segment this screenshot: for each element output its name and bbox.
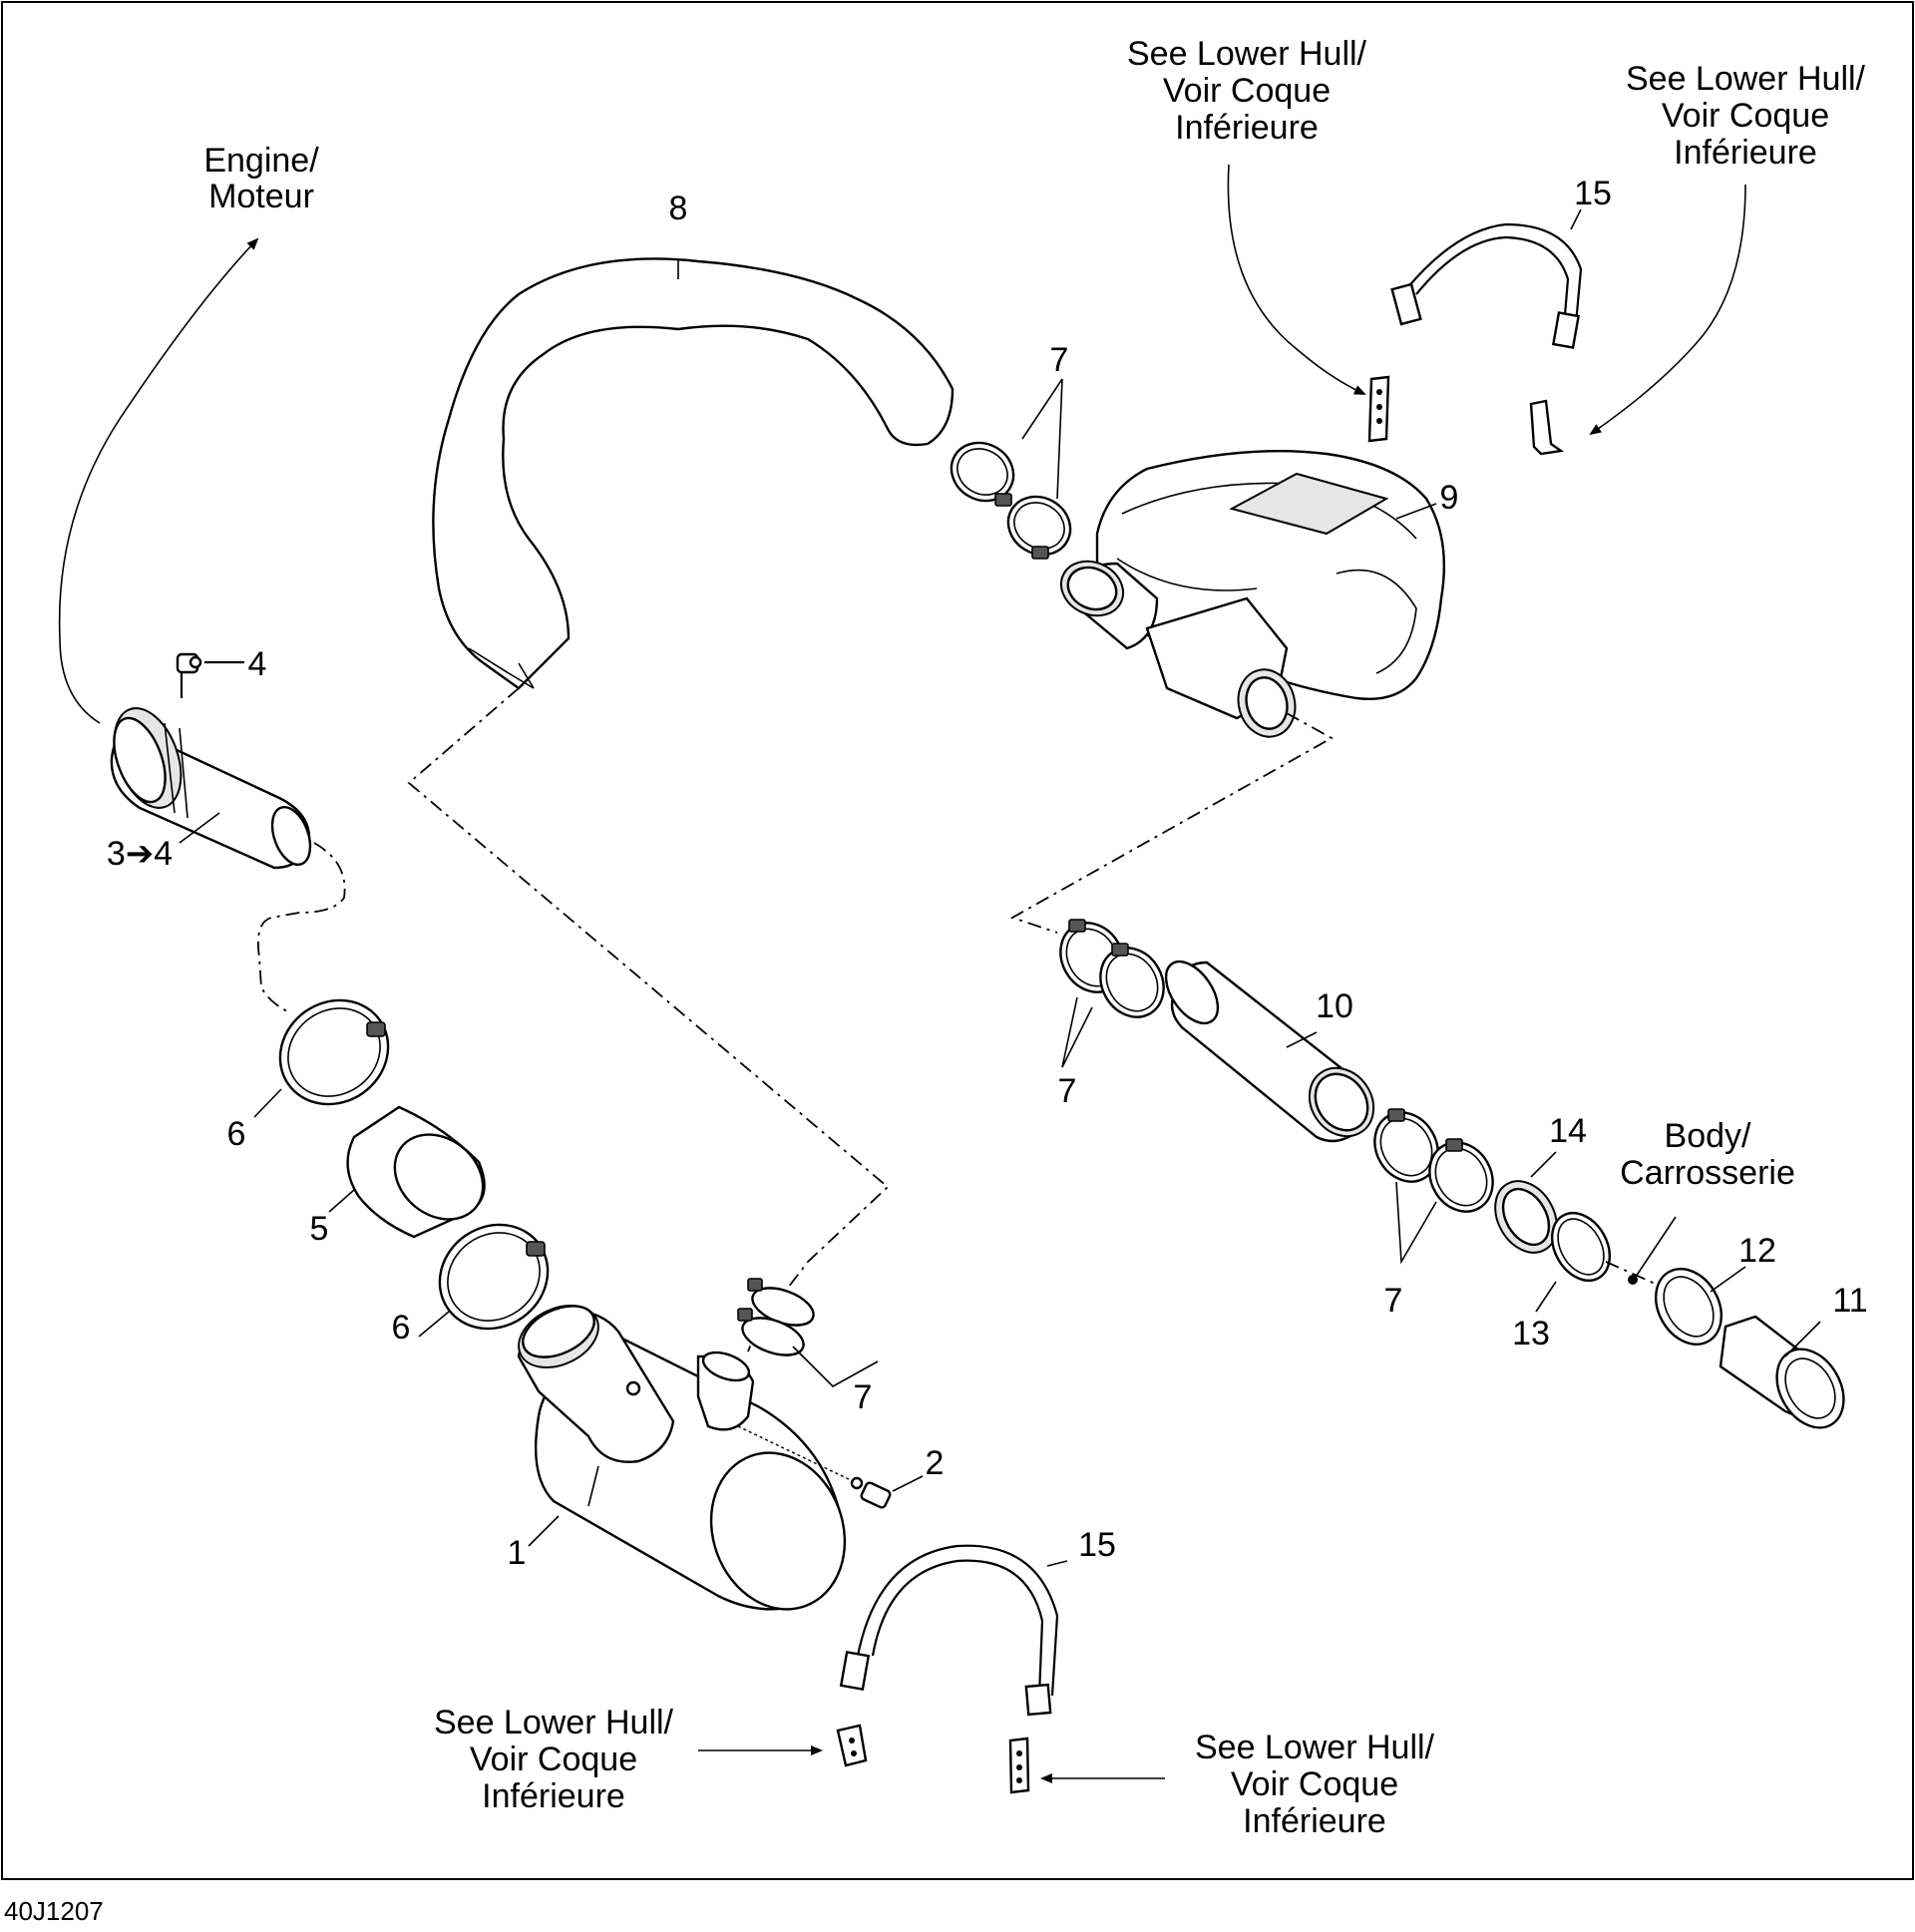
callout-lower-hull-bottom-right-3: Inférieure [1243, 1802, 1386, 1840]
part-7-clamps-muffler [737, 1278, 815, 1356]
callout-lower-hull-top-left-1: See Lower Hull/ [1127, 35, 1367, 73]
callout-lower-hull-bottom-right-2: Voir Coque [1231, 1765, 1398, 1803]
callout-body-line1: Body/ [1665, 1117, 1751, 1155]
part-label-14: 14 [1549, 1112, 1587, 1150]
part-7-clamps-hose [950, 441, 1072, 560]
part-3-exhaust-pipe [110, 707, 312, 870]
part-label-10: 10 [1316, 987, 1353, 1025]
connector-gasket-to-outlet [1605, 1261, 1697, 1303]
part-label-8: 8 [669, 190, 688, 227]
callout-lower-hull-bottom-left-2: Voir Coque [470, 1740, 637, 1778]
diagram-code: 40J1207 [4, 1896, 104, 1926]
part-label-5: 5 [310, 1210, 329, 1248]
part-label-11: 11 [1832, 1282, 1867, 1320]
lower-hull-bracket-right [1008, 1737, 1030, 1794]
part-label-7-middle-right: 7 [1384, 1282, 1403, 1320]
part-9-resonator [1059, 449, 1446, 738]
part-label-2: 2 [926, 1444, 945, 1482]
lower-hull-bracket-left [836, 1724, 868, 1767]
body-attachment-point [1628, 1275, 1638, 1285]
diagram-frame [1, 1, 1914, 1880]
part-label-12: 12 [1738, 1232, 1776, 1270]
part-label-1: 1 [508, 1534, 527, 1572]
lower-hull-bracket-upper-left [1367, 375, 1390, 443]
part-7-clamps-pipe10-lower [1373, 1108, 1494, 1213]
part-10-pipe [1164, 960, 1375, 1143]
part-label-3-to-4: 3➔4 [107, 835, 173, 873]
callout-lower-hull-bottom-left-1: See Lower Hull/ [434, 1704, 674, 1741]
part-12-gasket [1655, 1268, 1723, 1346]
part-label-6-lower: 6 [392, 1309, 411, 1347]
part-label-4: 4 [248, 645, 267, 683]
callout-lower-hull-top-left-2: Voir Coque [1163, 72, 1331, 110]
part-label-7-muffler: 7 [854, 1378, 873, 1416]
part-label-7-top: 7 [1050, 341, 1069, 379]
callout-engine-line1: Engine/ [203, 142, 319, 180]
callout-lower-hull-top-right-2: Voir Coque [1662, 97, 1829, 135]
callout-lower-hull-top-right-1: See Lower Hull/ [1626, 60, 1866, 98]
connector-resonator-to-pipe [1009, 712, 1334, 934]
part-5-sleeve [346, 1105, 486, 1239]
part-2-drain-fitting [850, 1476, 892, 1509]
callout-lower-hull-bottom-right-1: See Lower Hull/ [1195, 1729, 1435, 1766]
callout-lower-hull-top-left-3: Inférieure [1175, 109, 1319, 147]
part-1-muffler [517, 1305, 854, 1611]
lower-hull-bracket-upper-right [1529, 399, 1565, 456]
part-8-exhaust-hose [432, 257, 955, 690]
callout-engine-line2: Moteur [208, 178, 314, 215]
part-label-9: 9 [1440, 479, 1459, 517]
part-15-strap-lower [839, 1544, 1059, 1717]
part-11-outlet [1719, 1315, 1845, 1429]
part-label-7-middle-left: 7 [1058, 1072, 1077, 1110]
part-label-6-upper: 6 [227, 1115, 246, 1153]
part-label-13: 13 [1512, 1315, 1550, 1352]
part-13-gasket [1550, 1212, 1612, 1282]
callout-body-line2: Carrosserie [1620, 1154, 1795, 1192]
callout-lower-hull-top-right-3: Inférieure [1674, 134, 1817, 172]
part-6-clamp-lower [438, 1223, 550, 1331]
part-6-clamp-upper [278, 998, 390, 1106]
leader-lines [58, 164, 1821, 1783]
part-4-fitting [176, 652, 244, 698]
part-label-15-lower: 15 [1078, 1526, 1116, 1564]
part-15-strap-upper [1390, 222, 1583, 349]
part-14-nut [1494, 1180, 1558, 1254]
part-label-15-upper: 15 [1574, 175, 1612, 212]
callout-lower-hull-bottom-left-3: Inférieure [482, 1777, 625, 1815]
part-7-clamps-pipe10-upper [1059, 919, 1165, 1018]
connector-pipe-to-clamp [256, 842, 346, 1013]
